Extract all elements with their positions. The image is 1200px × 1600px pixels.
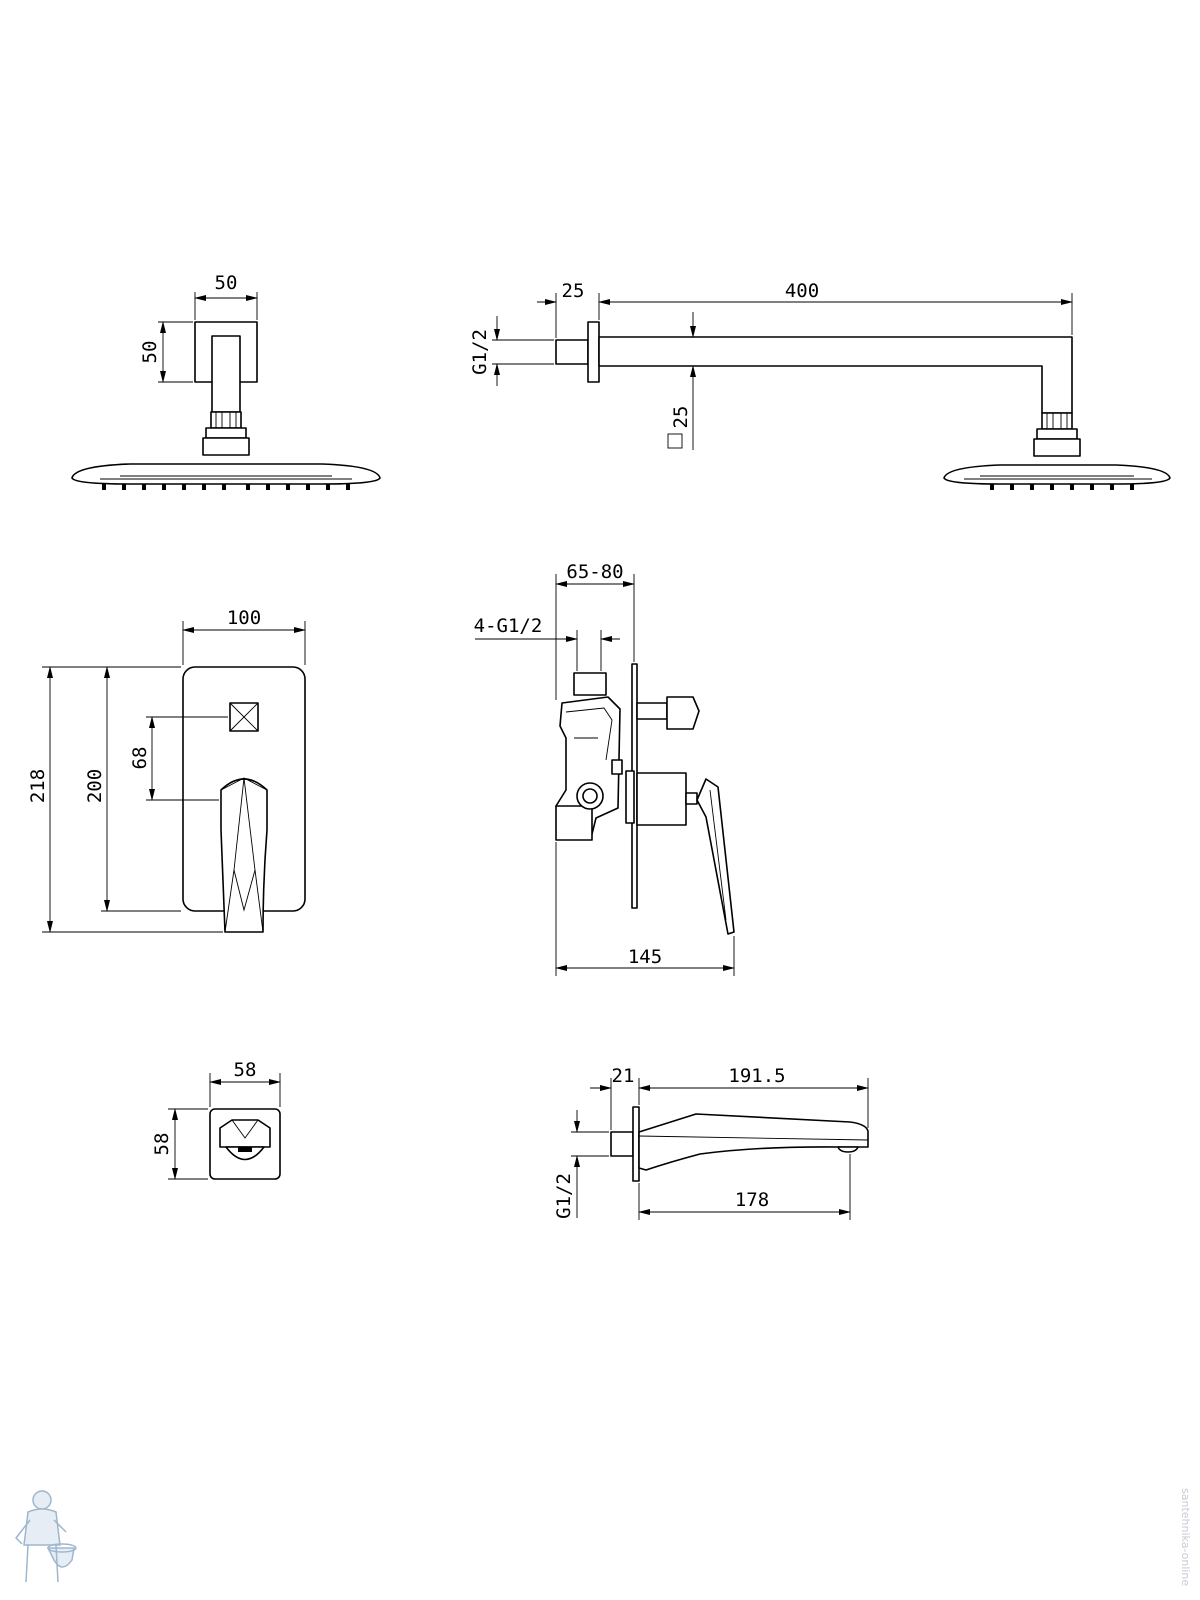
- shower-arm-side-view: [492, 293, 1171, 490]
- watermark-text: santehnika-online: [1179, 1488, 1192, 1586]
- dim-label: 218: [27, 769, 49, 803]
- plumber-mascot-logo: [15, 1490, 77, 1583]
- dim-label: 100: [227, 607, 261, 629]
- dim-label: 21: [612, 1065, 635, 1087]
- dim-label: 50: [139, 341, 161, 364]
- dim-label: 178: [735, 1189, 769, 1211]
- shower-head-front-view: [71, 292, 381, 485]
- diverter-front-view: [168, 1073, 281, 1180]
- dim-label: 58: [151, 1133, 173, 1156]
- dim-label: 58: [234, 1059, 257, 1081]
- dim-label: 65-80: [566, 561, 623, 583]
- dim-label: 68: [129, 747, 151, 770]
- dim-label: 4-G1/2: [474, 615, 543, 637]
- dim-label: 200: [84, 769, 106, 803]
- spout-side-view: [571, 1078, 869, 1220]
- mixer-side-view: [475, 574, 735, 976]
- dim-label: 145: [628, 946, 662, 968]
- shower-head-nozzles: [102, 484, 350, 490]
- dim-label: 25: [562, 280, 585, 302]
- mixer-front-view: [42, 621, 306, 933]
- dim-label: 25: [670, 406, 692, 429]
- dim-label: G1/2: [553, 1173, 575, 1219]
- dim-label: G1/2: [469, 329, 491, 375]
- dim-label: 191.5: [728, 1065, 785, 1087]
- dim-label: 400: [785, 280, 819, 302]
- dim-label: 50: [215, 272, 238, 294]
